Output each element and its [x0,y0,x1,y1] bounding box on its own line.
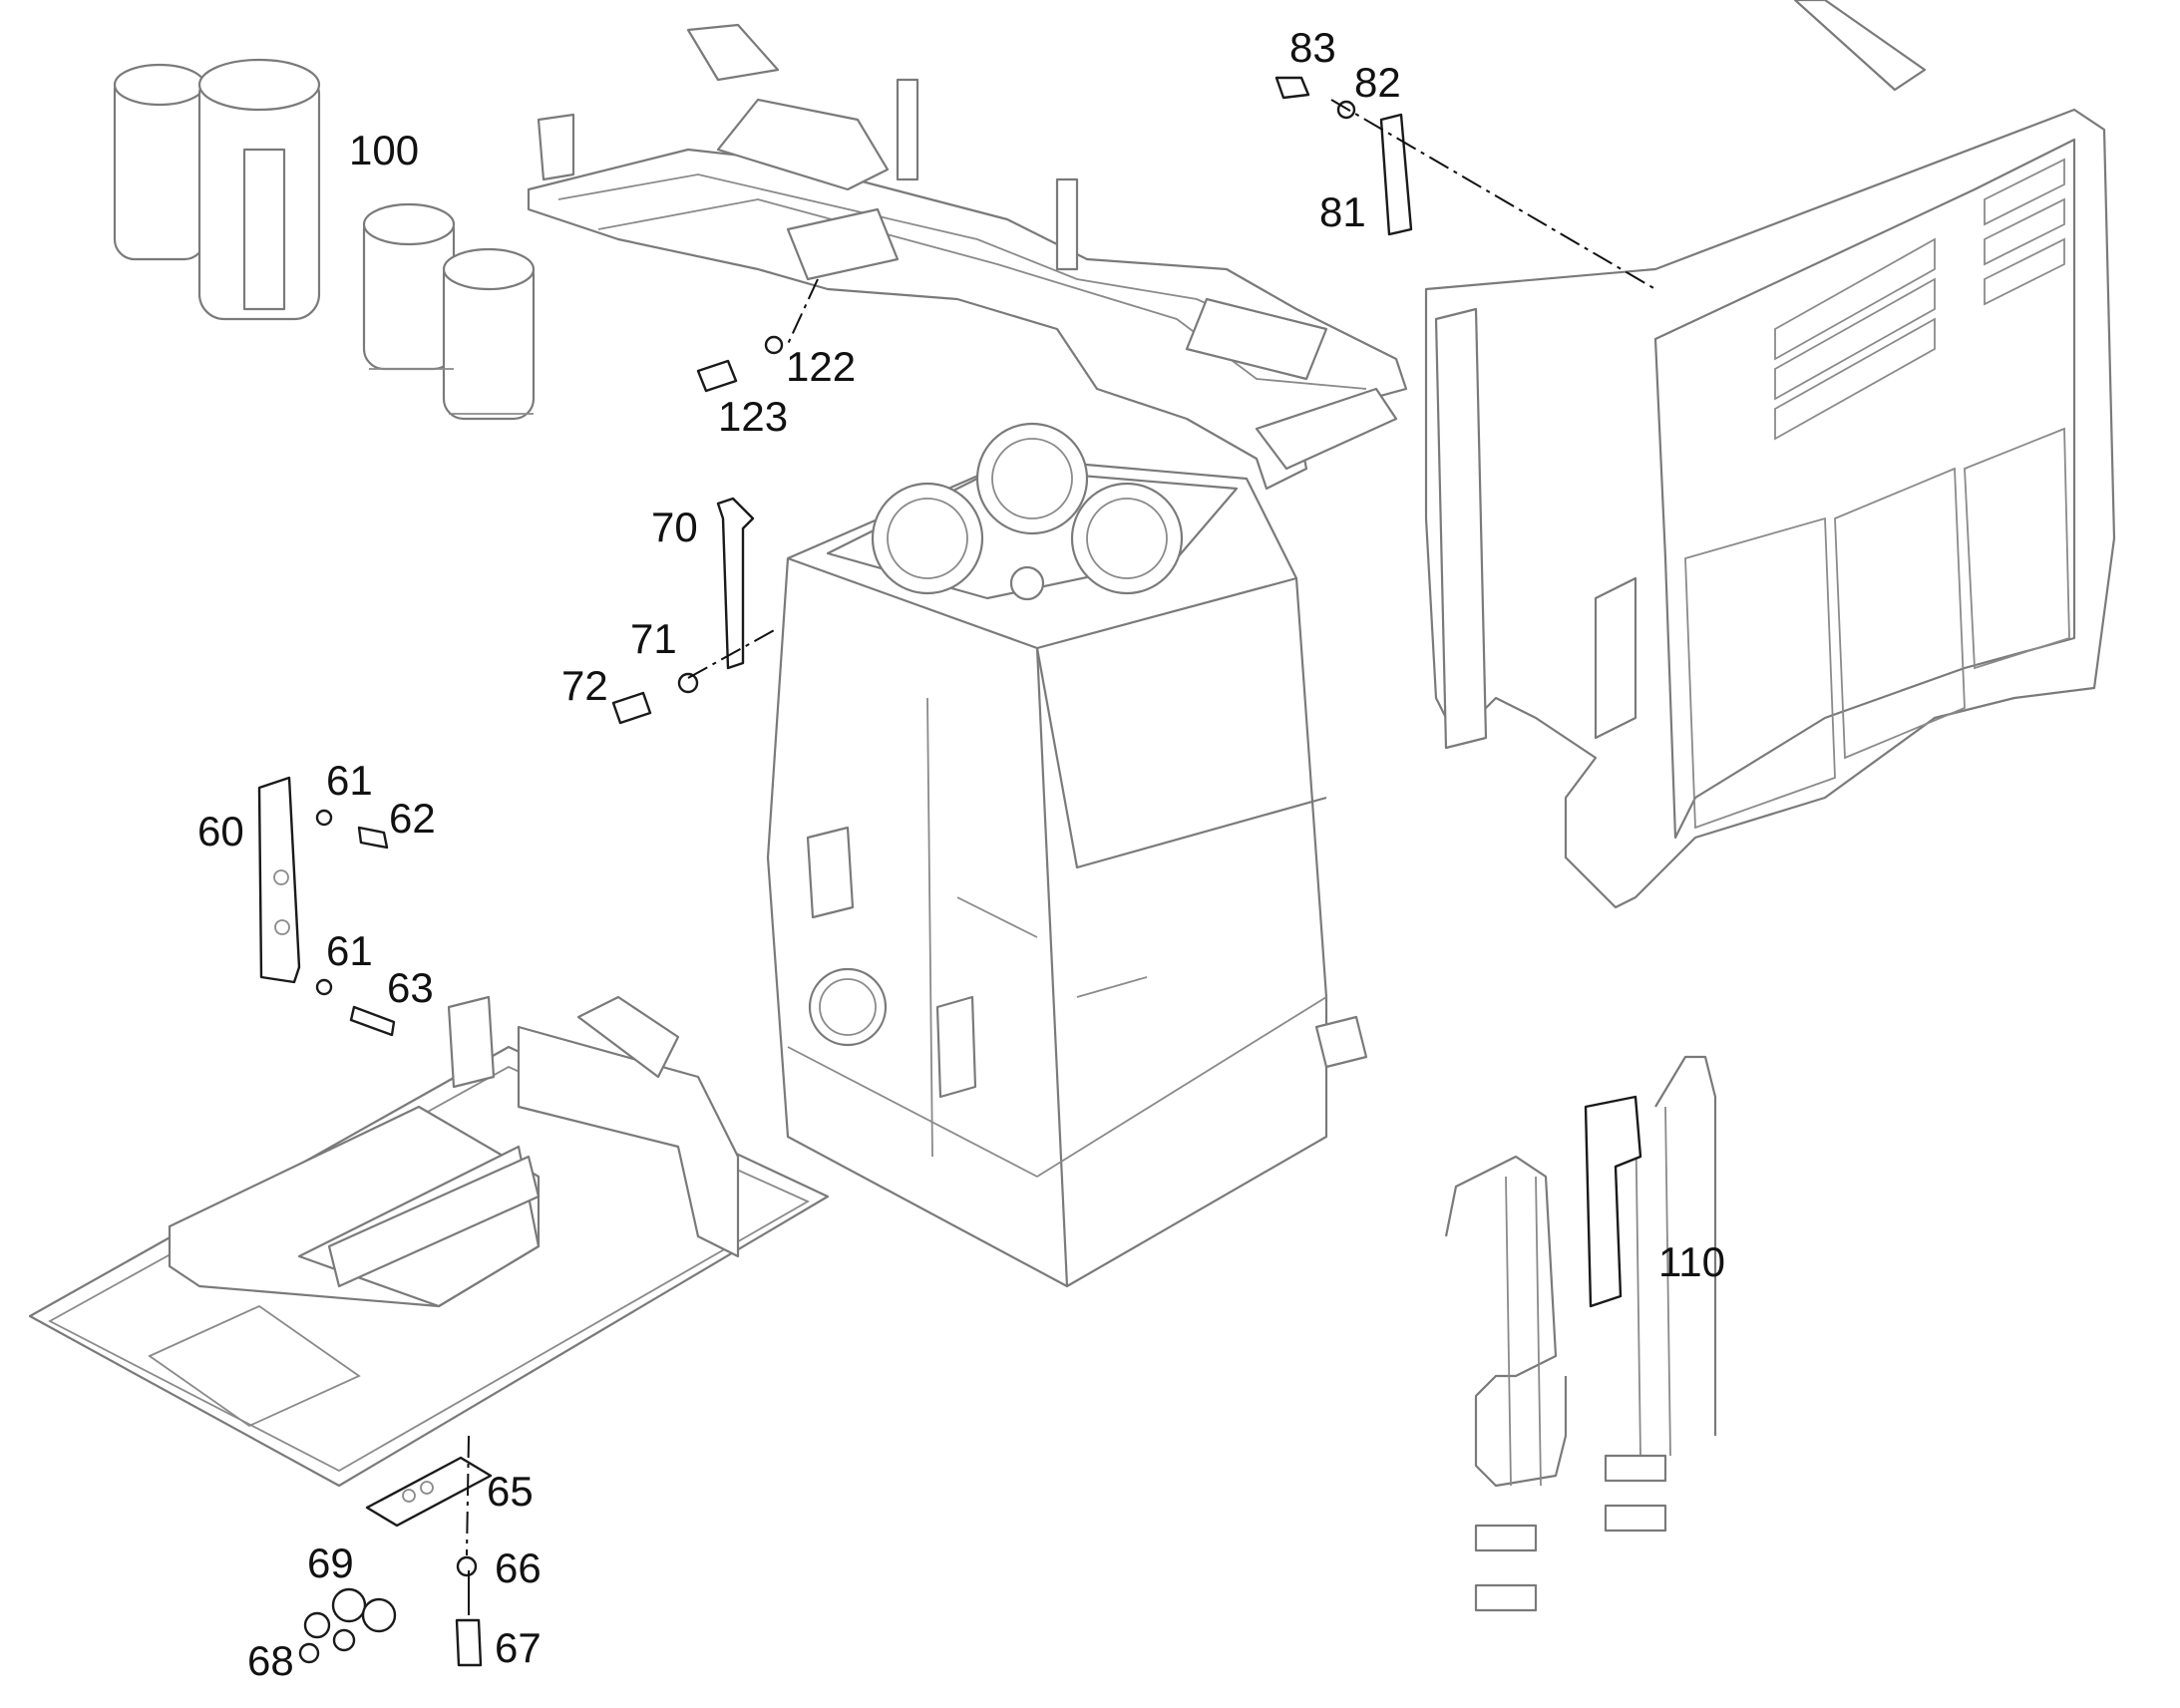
callout-69: 69 [307,1539,354,1586]
callout-81: 81 [1319,188,1366,235]
fastener-122-123-part [696,335,784,393]
cable-gland-68-69-part [298,1587,397,1664]
callout-60: 60 [197,808,244,854]
callout-71: 71 [630,615,677,662]
leader-lines [466,99,1656,1615]
bracket-60-part [257,776,396,1037]
callout-110: 110 [1658,1238,1725,1285]
callout-72: 72 [561,662,608,709]
callout-65: 65 [487,1468,534,1515]
callout-62: 62 [389,795,436,842]
callout-100: 100 [349,127,419,173]
bracket-70-part [611,497,755,725]
callout-61-lower: 61 [326,927,373,974]
motor-assembly-part [113,58,536,421]
callout-70: 70 [651,504,698,550]
callout-123: 123 [718,393,788,440]
callout-61-upper: 61 [326,757,373,804]
callout-labels: 83 82 81 100 122 123 70 71 72 61 62 60 6… [197,24,1725,1684]
rear-frame-part [527,23,1408,491]
hood-assembly-part [1424,0,2116,909]
callout-82: 82 [1354,59,1401,106]
handrail-part [1444,1055,1717,1612]
tank-body-part [766,422,1368,1288]
bracket-81-part [1274,76,1413,236]
callout-122: 122 [786,343,856,390]
plate-65-part [365,1456,493,1667]
callout-63: 63 [387,964,434,1011]
callout-67: 67 [495,1624,542,1671]
callout-68: 68 [247,1637,294,1684]
callout-66: 66 [495,1544,542,1591]
callout-83: 83 [1289,24,1336,71]
base-platform-part [28,995,830,1488]
